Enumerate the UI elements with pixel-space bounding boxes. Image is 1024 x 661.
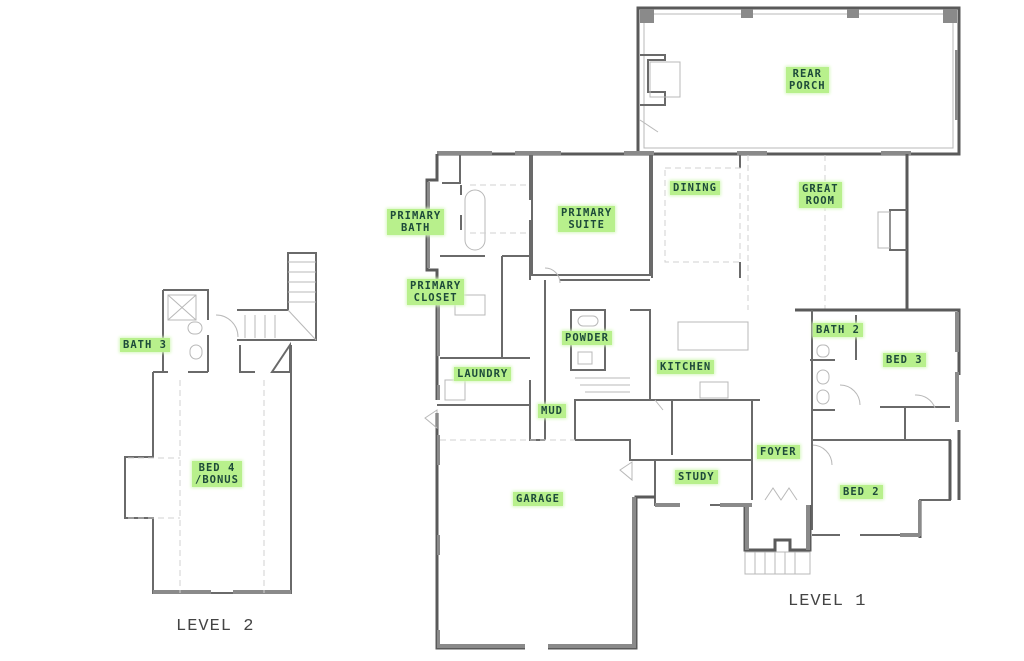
room-label-dining: DINING xyxy=(670,181,720,195)
room-label-foyer: FOYER xyxy=(757,445,800,459)
room-label-garage: GARAGE xyxy=(513,492,563,506)
room-label-rear-porch: REAR PORCH xyxy=(786,67,829,93)
level-2-walls xyxy=(124,252,317,594)
room-label-bed-2: BED 2 xyxy=(840,485,883,499)
room-label-primary-closet: PRIMARY CLOSET xyxy=(407,279,465,305)
room-label-primary-bath: PRIMARY BATH xyxy=(387,209,445,235)
room-label-study: STUDY xyxy=(675,470,718,484)
level-2-title: LEVEL 2 xyxy=(176,617,255,636)
room-label-bed-4-bonus: BED 4 /BONUS xyxy=(192,461,242,487)
level-1-walls xyxy=(424,6,961,650)
room-label-powder: POWDER xyxy=(562,331,612,345)
room-label-bed-3: BED 3 xyxy=(883,353,926,367)
level-1-title: LEVEL 1 xyxy=(788,592,867,611)
room-label-bath-3: BATH 3 xyxy=(120,338,170,352)
room-label-mud: MUD xyxy=(538,404,566,418)
room-label-laundry: LAUNDRY xyxy=(454,367,512,381)
room-label-primary-suite: PRIMARY SUITE xyxy=(558,206,616,232)
room-label-kitchen: KITCHEN xyxy=(657,360,715,374)
room-label-bath-2: BATH 2 xyxy=(813,323,863,337)
room-label-great-room: GREAT ROOM xyxy=(799,182,842,208)
